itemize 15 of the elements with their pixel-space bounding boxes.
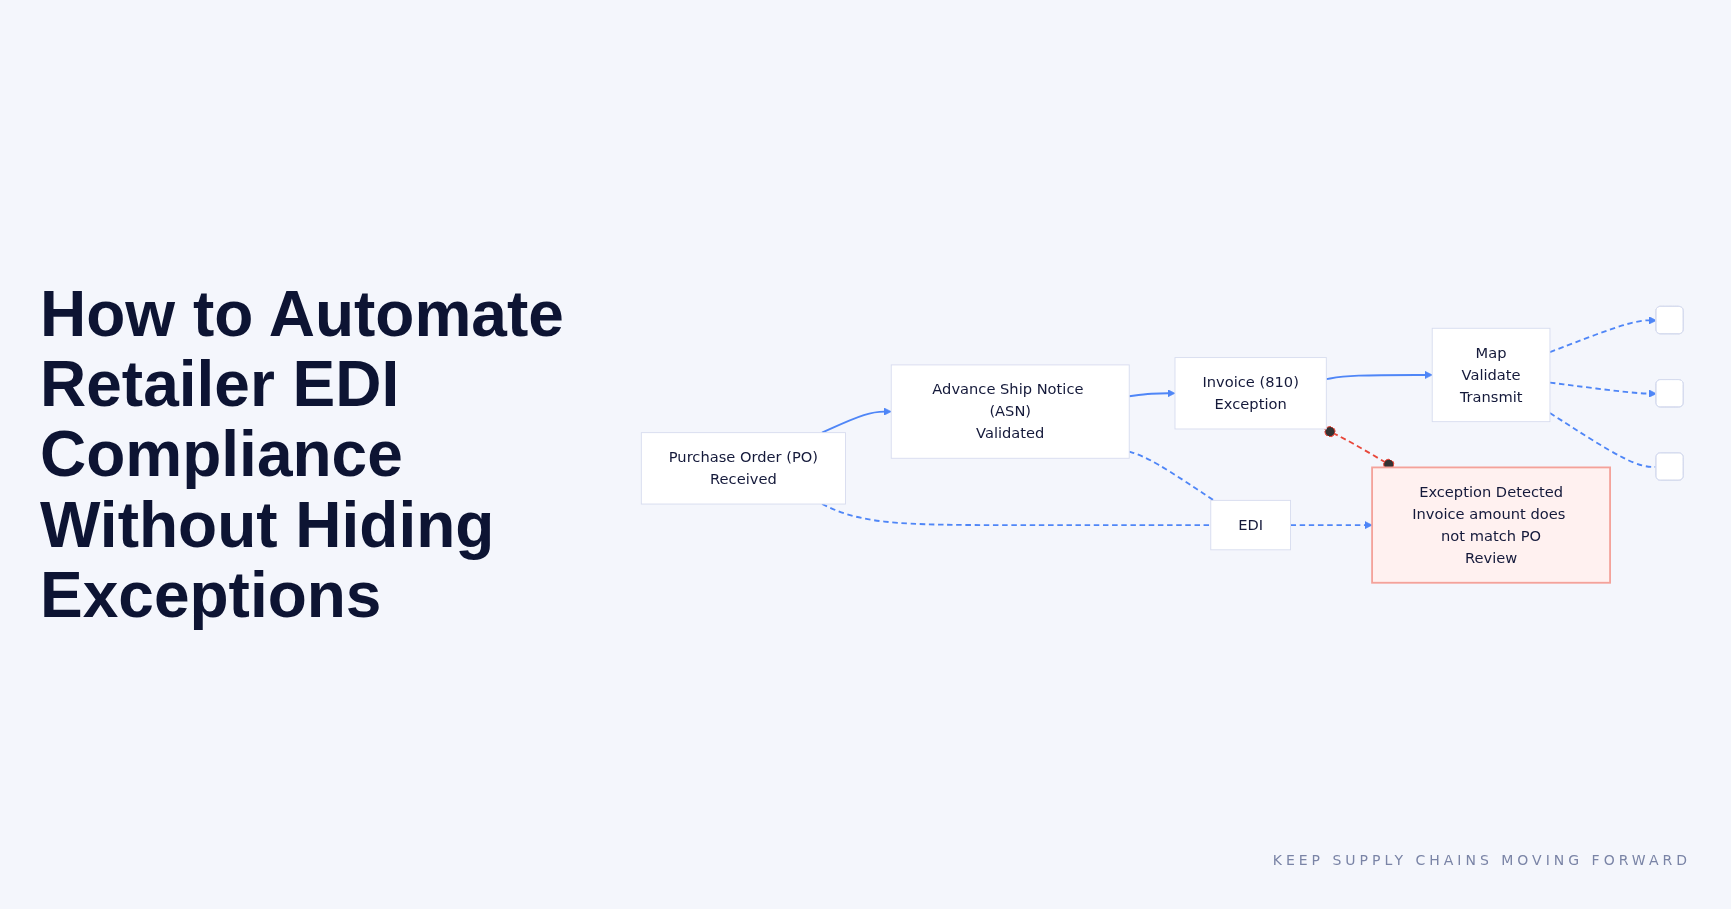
node-box: Map Validate Transmit (1432, 328, 1551, 423)
node-box: Advance Ship Notice (ASN) Validated (891, 364, 1131, 460)
arrow (1128, 389, 1176, 398)
node-box: Purchase Order (PO) Received (641, 432, 847, 505)
arrow (1290, 521, 1373, 530)
arrow (1325, 371, 1433, 381)
node-box: Exception Detected Invoice amount does not match PO Review (1371, 466, 1612, 585)
connector (1128, 451, 1215, 502)
tagline: KEEP SUPPLY CHAINS MOVING FORWARD (1272, 852, 1691, 868)
node-box: EDI (1210, 500, 1292, 551)
arrow (821, 408, 892, 434)
arrow (1549, 316, 1657, 354)
title: How to Automate Retailer EDI Compliance Without Hiding Exceptions (40, 278, 565, 631)
arrow (1549, 382, 1657, 399)
node-box: Invoice (810) Exception (1174, 357, 1328, 430)
